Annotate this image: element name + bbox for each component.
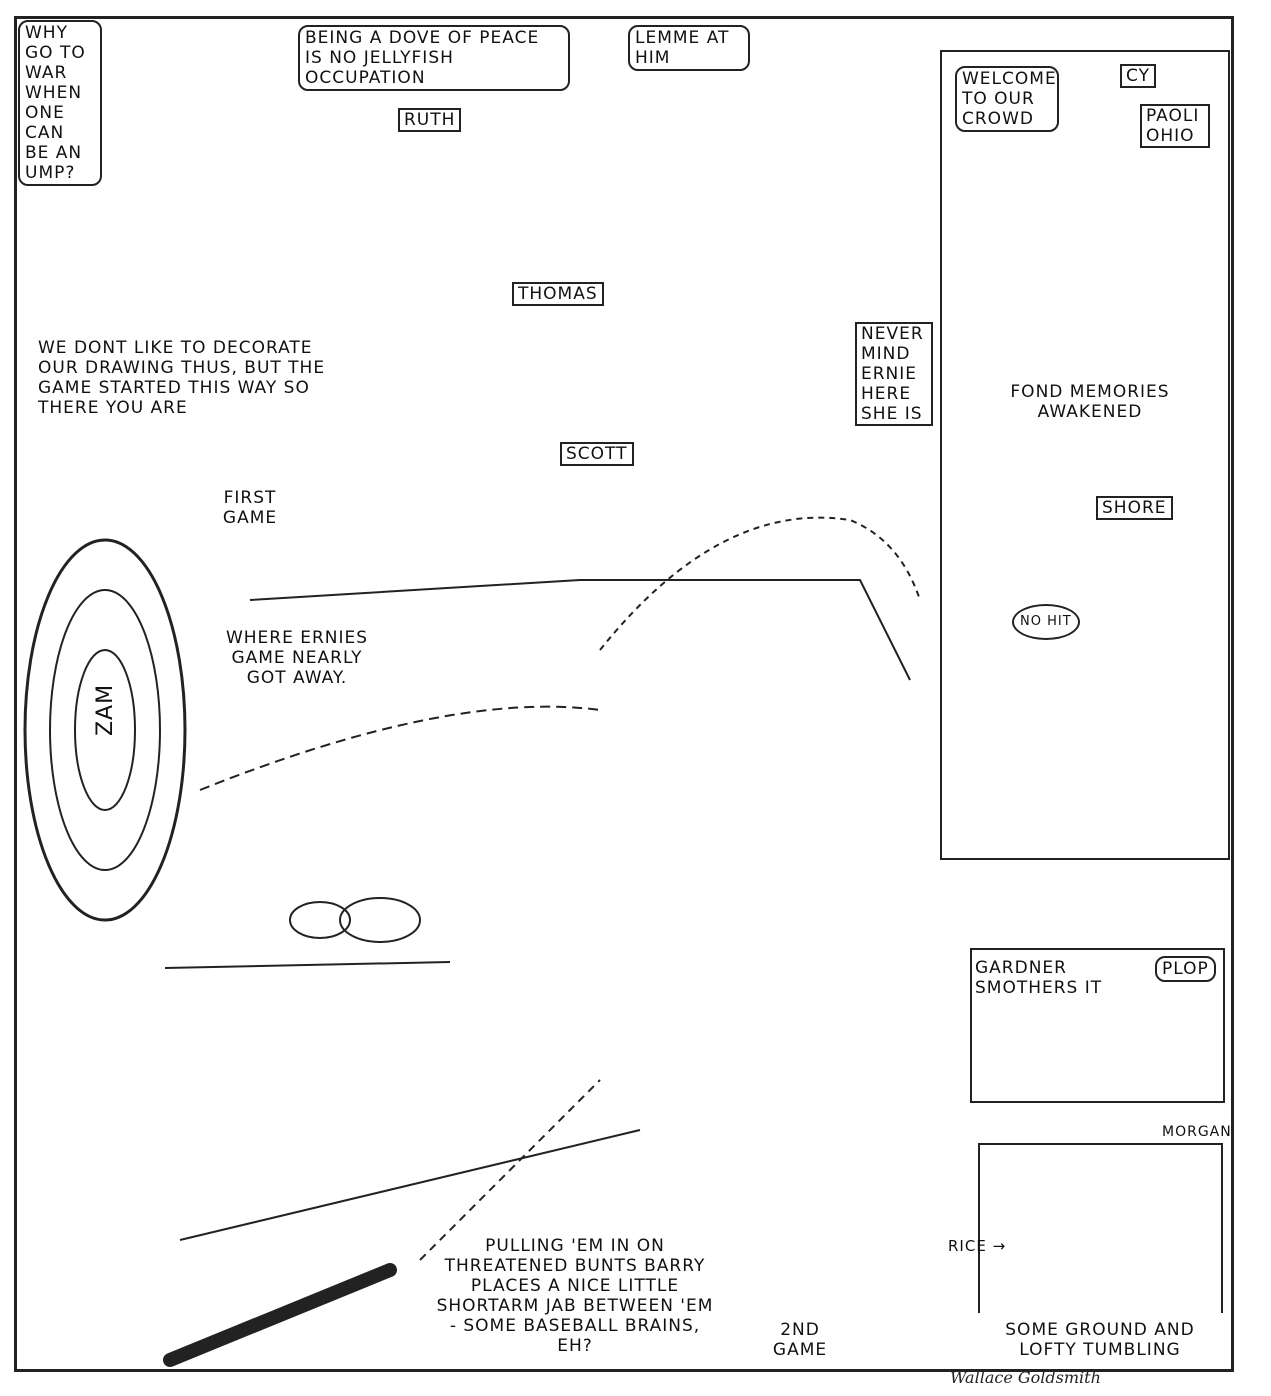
caption-where-ernies: Where Ernies game nearly got away. <box>225 628 369 688</box>
label-ruth: Ruth <box>398 108 462 132</box>
label-morgan: Morgan <box>1162 1124 1232 1140</box>
bubble-dove: Being a dove of peace is no jellyfish oc… <box>298 25 570 91</box>
zam-swirl <box>23 538 187 922</box>
swirl-zam: Zam <box>93 683 119 737</box>
bubble-why-war: Why go to war when one can be an ump? <box>18 20 102 186</box>
caption-gardner: Gardner smothers it <box>975 958 1103 998</box>
panel-cy-memories <box>940 50 1230 860</box>
caption-decorate: We dont like to decorate our drawing thu… <box>38 338 326 418</box>
badge-no-hit: No hit <box>1012 604 1080 640</box>
bubble-never-mind: Never mind Ernie here she is <box>855 322 933 426</box>
field-line <box>249 579 911 681</box>
caption-tumbling: Some ground and lofty tumbling <box>1005 1320 1195 1360</box>
ball-dust <box>289 901 351 939</box>
caption-fond: Fond memories awakened <box>1010 382 1170 422</box>
label-cy: Cy <box>1120 64 1156 88</box>
bubble-plop: Plop <box>1155 956 1216 982</box>
base-path-arc <box>199 705 601 791</box>
label-rice: Rice → <box>948 1237 1007 1255</box>
ball-arc <box>599 516 921 651</box>
sign-paoli: Paoli Ohio <box>1140 104 1210 148</box>
caption-pulling: Pulling 'em in on threatened bunts Barry… <box>436 1236 714 1356</box>
bubble-lemme: Lemme at him <box>628 25 750 71</box>
foul-line <box>179 1129 641 1241</box>
cartoon-frame <box>14 16 1234 1372</box>
artist-signature: Wallace Goldsmith <box>950 1368 1101 1387</box>
label-scott: Scott <box>560 442 634 466</box>
caption-second-game: 2nd game <box>772 1320 828 1360</box>
bat <box>163 1263 397 1367</box>
bubble-welcome: Welcome to our crowd <box>955 66 1059 132</box>
label-thomas: Thomas <box>512 282 604 306</box>
label-shore: Shore <box>1096 496 1173 520</box>
panel-tumbling <box>978 1143 1223 1313</box>
caption-first-game: First game <box>222 488 278 528</box>
